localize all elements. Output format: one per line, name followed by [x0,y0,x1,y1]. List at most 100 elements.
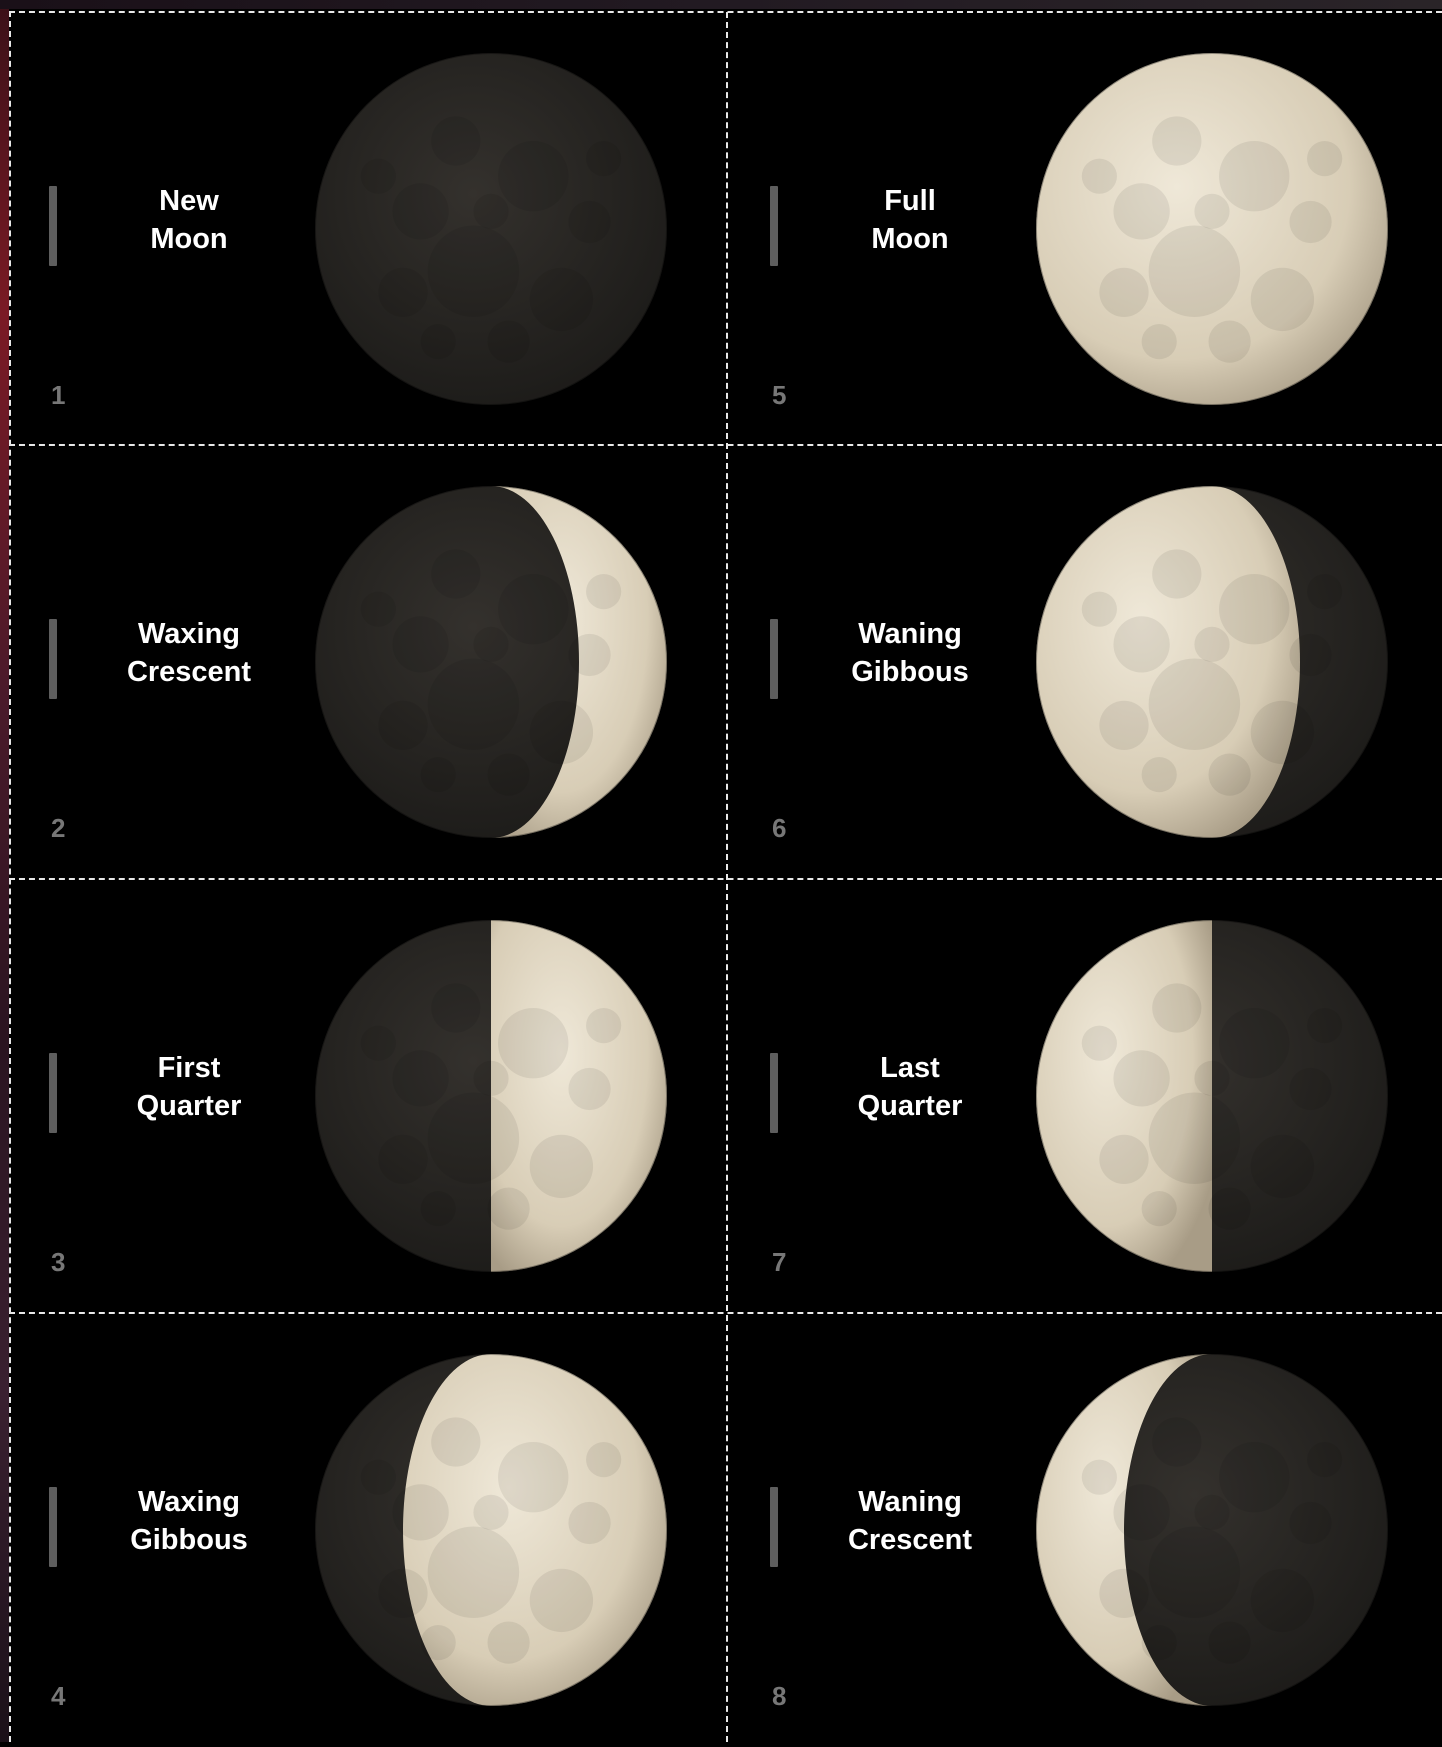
moon-crater [1219,574,1290,645]
moon-crater [392,616,449,673]
moon-crater [1081,158,1117,194]
moon-crater [1219,1442,1290,1513]
moon-crater [1148,1526,1241,1618]
moon-crater [498,1008,569,1079]
moon-crater [498,1442,569,1513]
moon-rim [1036,53,1388,405]
phase-label-line2: Crescent [847,1524,973,1556]
moon-image-waxing-gibbous [312,1351,670,1709]
moon-crater [1152,549,1202,599]
row-divider [9,444,1442,446]
moon-crater [1152,1417,1202,1467]
moon-crater [1289,633,1332,677]
phase-label-line2: Gibbous [851,656,969,688]
moon-lit-region [403,1354,667,1706]
moon-crater [392,1484,449,1541]
moon-crater [487,1187,530,1230]
phase-label-line1: Full [884,185,936,217]
moon-image-waning-gibbous [1033,483,1391,841]
phase-label: Last Quarter [800,1049,1020,1125]
moon-crater [487,1621,530,1664]
moon-crater [1141,324,1177,360]
moon-disc [315,53,667,405]
moon-crater [529,1568,594,1633]
accent-bar [770,1053,778,1133]
moon-crater [473,193,509,229]
moon-image-full-moon [1033,50,1391,408]
moon-crater [1194,1494,1230,1530]
moon-crater [1208,1621,1251,1664]
phase-label-line2: Gibbous [130,1524,248,1556]
phase-card-4: Waxing Gibbous 4 [9,1313,725,1747]
phase-label-line1: Last [880,1052,940,1084]
moon-rim [1036,1354,1388,1706]
moon-crater [1307,141,1343,177]
moon-surface-texture [1081,116,1343,363]
moon-crater [1194,626,1230,662]
phase-label-line2: Moon [871,223,949,255]
moon-image-first-quarter [312,917,670,1275]
phase-label-line1: First [157,1052,221,1084]
moon-crater [378,700,428,750]
moon-image-waxing-crescent [312,483,670,841]
moon-crater [360,158,396,194]
moon-crater [487,320,530,363]
moon-crater [1250,1568,1315,1633]
phase-number: 1 [51,380,66,410]
moon-crater [1081,591,1117,627]
moon-lit-region [491,920,667,1272]
phase-label-line1: Waxing [137,618,241,650]
moon-crater [1289,1067,1332,1111]
moon-crater [568,1067,611,1111]
moon-disc [1036,920,1388,1272]
moon-disc [315,1354,667,1706]
moon-crater [420,1625,456,1661]
moon-crater [1113,1050,1170,1107]
moon-surface-texture [1081,1417,1343,1664]
phase-number: 4 [51,1681,66,1711]
moon-image-waning-crescent [1033,1351,1391,1709]
moon-crater [1141,1625,1177,1661]
column-divider [726,12,728,1742]
moon-lit-region [1036,53,1388,405]
moon-crater [529,267,594,332]
moon-crater [360,591,396,627]
moon-crater [427,1526,520,1618]
moon-rim [315,53,667,405]
moon-crater [1113,183,1170,240]
moon-crater [1250,267,1315,332]
moon-lit-region [1036,486,1300,838]
moon-crater [427,225,520,317]
moon-crater [360,1025,396,1061]
moon-lit-region [1036,1354,1212,1706]
moon-crater [586,1008,622,1044]
moon-disc [1036,53,1388,405]
moon-crater [473,1060,509,1096]
moon-crater [1194,1060,1230,1096]
phase-label: New Moon [79,182,299,258]
phase-number: 3 [51,1247,66,1277]
phase-label-line2: Quarter [857,1090,963,1122]
moon-crater [529,1134,594,1199]
moon-crater [431,116,481,166]
phase-number: 8 [772,1681,787,1711]
moon-crater [1307,1442,1343,1478]
phase-card-8: Waning Crescent 8 [730,1313,1442,1747]
moon-surface-texture [1081,983,1343,1230]
moon-crater [1099,1134,1149,1184]
moon-rim [315,486,667,838]
moon-crater [378,1568,428,1618]
moon-crater [1141,1191,1177,1227]
moon-crater [498,141,569,212]
moon-crater [420,324,456,360]
moon-crater [378,267,428,317]
phase-label-line1: Waning [858,1486,962,1518]
moon-rim [315,1354,667,1706]
moon-crater [1113,616,1170,673]
moon-crater [1307,574,1343,610]
phase-number: 2 [51,813,66,843]
moon-lit-region [1036,920,1212,1272]
moon-rim [1036,920,1388,1272]
phase-label-line2: Moon [150,223,228,255]
accent-bar [49,186,57,266]
